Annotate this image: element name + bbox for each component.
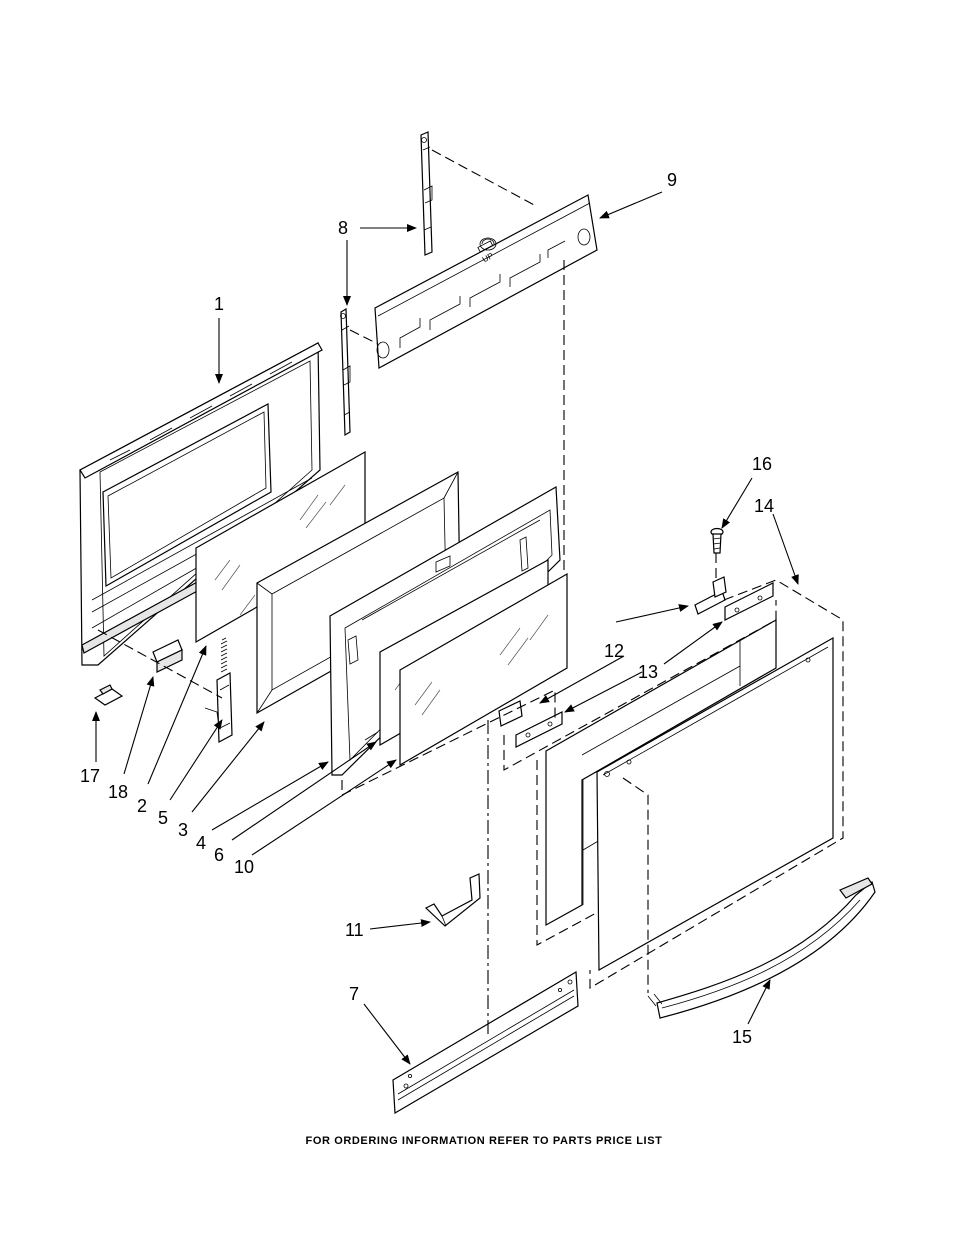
callout-4: 4 [196, 833, 206, 853]
callout-15: 15 [732, 1027, 752, 1047]
part-17-clip [93, 684, 124, 706]
part-16-screw [710, 527, 724, 554]
part-10-outer-glass [399, 572, 568, 767]
callout-1: 1 [214, 294, 224, 314]
part-8-bracket-side [340, 307, 351, 437]
leader-lines [92, 191, 799, 1065]
callout-8: 8 [338, 218, 348, 238]
part-7-bottom-trim [392, 970, 579, 1115]
callout-numbers: 1 8 9 16 14 12 13 17 18 2 5 3 4 6 10 11 … [80, 170, 774, 1047]
callout-11: 11 [345, 920, 364, 940]
part-18-block [152, 639, 183, 673]
callout-9: 9 [667, 170, 677, 190]
footer-note: FOR ORDERING INFORMATION REFER TO PARTS … [306, 1135, 663, 1147]
callout-13: 13 [638, 662, 658, 682]
callout-14: 14 [754, 496, 774, 516]
part-14-outer-door-panel [596, 636, 834, 972]
callout-17: 17 [80, 766, 100, 786]
part-12-lower-plate [498, 700, 563, 748]
callout-2: 2 [137, 796, 147, 816]
part-13-upper-plate [694, 582, 774, 621]
assembly-lines [97, 149, 844, 1035]
callout-10: 10 [234, 857, 254, 877]
callout-16: 16 [752, 454, 772, 474]
part-9-vent-panel: UP [374, 194, 598, 369]
part-11-bracket [424, 873, 481, 927]
callout-6: 6 [214, 845, 224, 865]
callout-12: 12 [604, 641, 624, 661]
hinge-upper-block [712, 576, 727, 598]
callout-7: 7 [349, 984, 359, 1004]
part-1-outer-door-frame [79, 342, 323, 666]
part-8-bracket-upper [420, 131, 433, 256]
part-15-door-handle [647, 877, 876, 1019]
callout-18: 18 [108, 782, 128, 802]
part-5-hinge [204, 637, 233, 743]
callout-3: 3 [178, 820, 188, 840]
callout-5: 5 [158, 808, 168, 828]
